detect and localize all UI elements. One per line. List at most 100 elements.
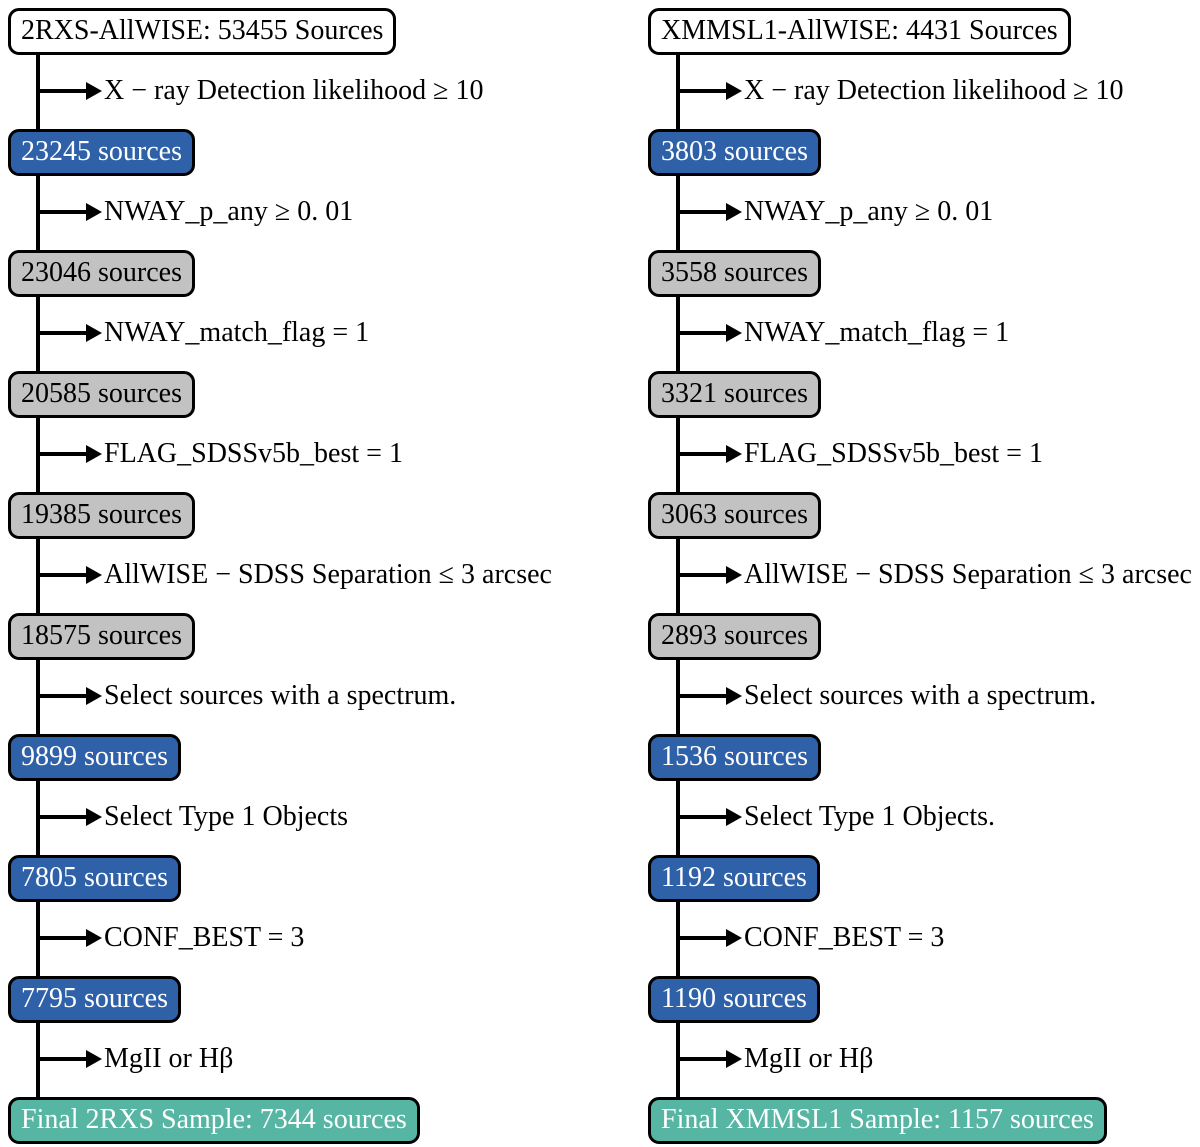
final-sample-box: Final 2RXS Sample: 7344 sources	[8, 1097, 420, 1144]
source-count-label: 9899 sources	[21, 741, 168, 772]
arrow-right-icon	[726, 1049, 742, 1068]
arrow-right-icon	[86, 323, 102, 342]
filter-criterion-label: Select Type 1 Objects	[104, 800, 349, 832]
filter-step: X − ray Detection likelihood ≥ 10	[8, 52, 608, 129]
source-count-box: 3063 sources	[648, 492, 821, 539]
filter-criterion-label: Select sources with a spectrum.	[104, 679, 457, 711]
source-count-label: 2893 sources	[661, 620, 808, 651]
filter-step: Select sources with a spectrum.	[648, 657, 1198, 734]
source-count-label: 1536 sources	[661, 741, 808, 772]
filter-step: NWAY_p_any ≥ 0. 01	[8, 173, 608, 250]
filter-criterion-label: CONF_BEST = 3	[104, 921, 305, 953]
filter-criterion-label: NWAY_match_flag = 1	[104, 316, 370, 348]
arrow-right-icon	[726, 565, 742, 584]
filter-criterion-label: MgII or Hβ	[744, 1042, 874, 1074]
filter-step: MgII or Hβ	[8, 1020, 608, 1097]
source-count-label: 3558 sources	[661, 257, 808, 288]
filter-criterion-label: CONF_BEST = 3	[744, 921, 945, 953]
arrow-shaft	[36, 814, 86, 819]
filter-criterion-label: Select sources with a spectrum.	[744, 679, 1097, 711]
source-count-box: 1192 sources	[648, 855, 820, 902]
arrow-shaft	[676, 209, 726, 214]
arrow-right-icon	[86, 565, 102, 584]
filter-step: MgII or Hβ	[648, 1020, 1198, 1097]
filter-step: NWAY_p_any ≥ 0. 01	[648, 173, 1198, 250]
arrow-right-icon	[86, 928, 102, 947]
arrow-right-icon	[726, 686, 742, 705]
filter-criterion-label: FLAG_SDSSv5b_best = 1	[744, 437, 1043, 469]
filter-criterion-label: NWAY_p_any ≥ 0. 01	[744, 195, 994, 227]
source-count-box: 9899 sources	[8, 734, 181, 781]
filter-criterion-label: NWAY_match_flag = 1	[744, 316, 1010, 348]
source-count-box: 7805 sources	[8, 855, 181, 902]
arrow-shaft	[36, 693, 86, 698]
source-count-label: 23245 sources	[21, 136, 182, 167]
source-count-label: 19385 sources	[21, 499, 182, 530]
source-count-label: 7805 sources	[21, 862, 168, 893]
arrow-shaft	[36, 330, 86, 335]
filter-step: Select Type 1 Objects	[8, 778, 608, 855]
filter-step: CONF_BEST = 3	[648, 899, 1198, 976]
filter-step: AllWISE − SDSS Separation ≤ 3 arcsec	[648, 536, 1198, 613]
filter-criterion-label: FLAG_SDSSv5b_best = 1	[104, 437, 403, 469]
source-count-label: 18575 sources	[21, 620, 182, 651]
arrow-shaft	[36, 935, 86, 940]
arrow-right-icon	[726, 202, 742, 221]
filter-criterion-label: Select Type 1 Objects.	[744, 800, 996, 832]
arrow-shaft	[676, 572, 726, 577]
source-count-box: 3321 sources	[648, 371, 821, 418]
arrow-right-icon	[726, 444, 742, 463]
arrow-shaft	[676, 1056, 726, 1061]
arrow-shaft	[676, 88, 726, 93]
start-count-label: 2RXS-AllWISE: 53455 Sources	[21, 15, 384, 46]
source-count-box: 2893 sources	[648, 613, 821, 660]
arrow-right-icon	[86, 807, 102, 826]
arrow-shaft	[676, 935, 726, 940]
start-count-label: XMMSL1-AllWISE: 4431 Sources	[661, 15, 1058, 46]
start-count-box: XMMSL1-AllWISE: 4431 Sources	[648, 8, 1071, 55]
source-count-box: 1536 sources	[648, 734, 821, 781]
arrow-right-icon	[86, 686, 102, 705]
filter-step: FLAG_SDSSv5b_best = 1	[8, 415, 608, 492]
filter-step: NWAY_match_flag = 1	[648, 294, 1198, 371]
source-count-label: 20585 sources	[21, 378, 182, 409]
start-count-box: 2RXS-AllWISE: 53455 Sources	[8, 8, 397, 55]
flowchart-2rxs: 2RXS-AllWISE: 53455 Sources X − ray Dete…	[8, 8, 608, 1144]
arrow-shaft	[676, 693, 726, 698]
final-sample-label: Final XMMSL1 Sample: 1157 sources	[661, 1104, 1094, 1135]
filter-criterion-label: MgII or Hβ	[104, 1042, 234, 1074]
filter-step: NWAY_match_flag = 1	[8, 294, 608, 371]
source-count-box: 3803 sources	[648, 129, 821, 176]
arrow-shaft	[676, 814, 726, 819]
filter-criterion-label: AllWISE − SDSS Separation ≤ 3 arcsec	[104, 558, 552, 590]
source-count-label: 1192 sources	[661, 862, 807, 893]
arrow-shaft	[36, 209, 86, 214]
arrow-shaft	[676, 451, 726, 456]
filter-criterion-label: NWAY_p_any ≥ 0. 01	[104, 195, 354, 227]
filter-step: X − ray Detection likelihood ≥ 10	[648, 52, 1198, 129]
source-count-label: 3063 sources	[661, 499, 808, 530]
source-count-box: 18575 sources	[8, 613, 195, 660]
arrow-right-icon	[726, 928, 742, 947]
arrow-right-icon	[726, 807, 742, 826]
arrow-right-icon	[86, 81, 102, 100]
source-count-box: 1190 sources	[648, 976, 820, 1023]
arrow-shaft	[36, 1056, 86, 1061]
arrow-shaft	[36, 88, 86, 93]
arrow-right-icon	[726, 81, 742, 100]
filter-step: Select sources with a spectrum.	[8, 657, 608, 734]
filter-step: AllWISE − SDSS Separation ≤ 3 arcsec	[8, 536, 608, 613]
source-count-label: 3321 sources	[661, 378, 808, 409]
source-count-label: 23046 sources	[21, 257, 182, 288]
source-count-box: 3558 sources	[648, 250, 821, 297]
arrow-right-icon	[86, 202, 102, 221]
final-sample-box: Final XMMSL1 Sample: 1157 sources	[648, 1097, 1107, 1144]
source-count-box: 7795 sources	[8, 976, 181, 1023]
source-count-box: 20585 sources	[8, 371, 195, 418]
filter-criterion-label: AllWISE − SDSS Separation ≤ 3 arcsec	[744, 558, 1192, 590]
source-count-label: 7795 sources	[21, 983, 168, 1014]
filter-step: CONF_BEST = 3	[8, 899, 608, 976]
source-count-label: 3803 sources	[661, 136, 808, 167]
arrow-shaft	[36, 451, 86, 456]
